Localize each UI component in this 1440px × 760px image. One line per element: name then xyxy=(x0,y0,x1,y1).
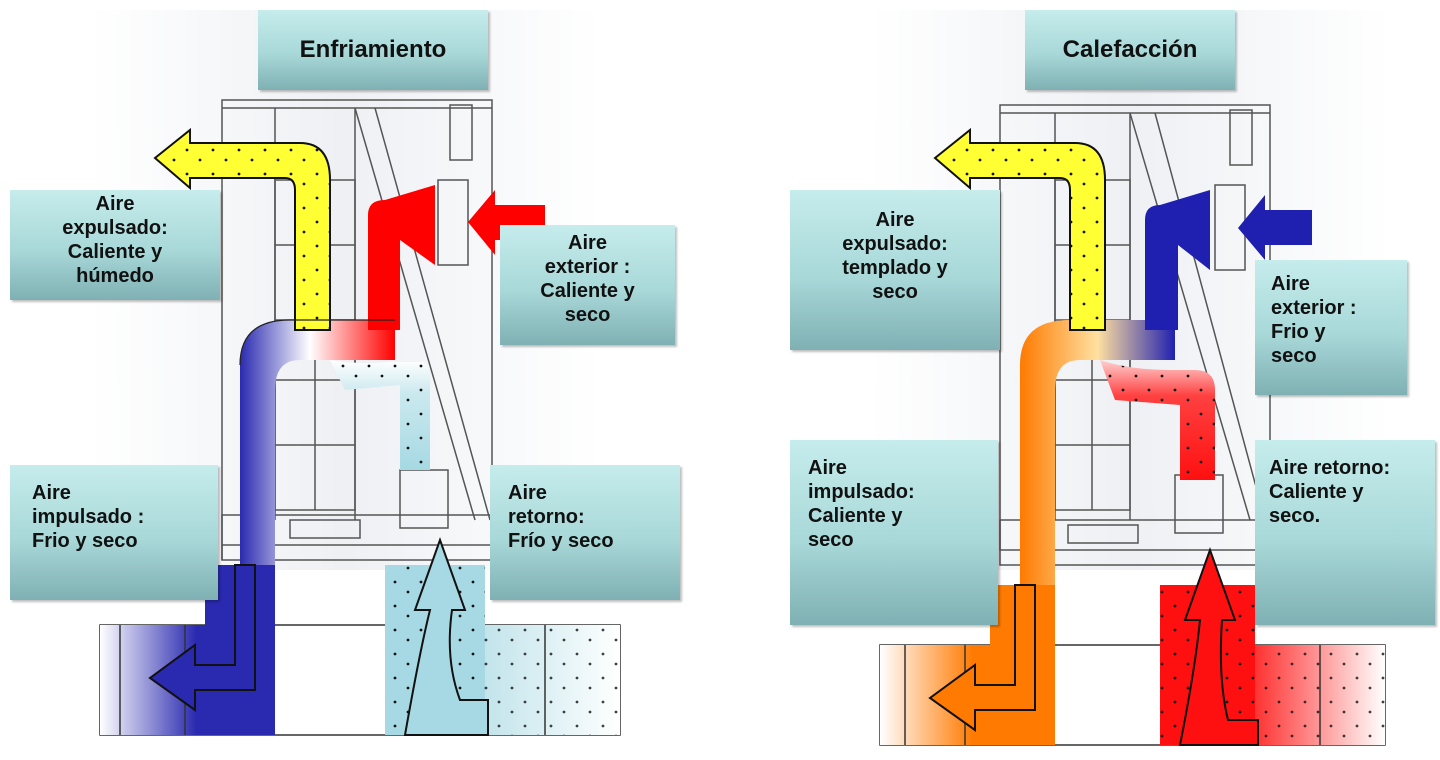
return-air-flow xyxy=(330,360,489,736)
supply-air-label: Aire impulsado: Caliente y seco xyxy=(790,440,998,625)
exhaust-air-flow xyxy=(153,127,331,331)
outdoor-air-flow xyxy=(1145,190,1312,330)
return-air-label: Aire retorno: Frío y seco xyxy=(490,465,680,600)
exhaust-air-label: Aire expulsado: templado y seco xyxy=(790,190,1000,350)
outdoor-air-label: Aire exterior : Caliente y seco xyxy=(500,225,675,345)
title-heating: Calefacción xyxy=(1025,10,1235,90)
exhaust-air-flow xyxy=(933,127,1106,331)
supply-air-flow xyxy=(928,320,1175,745)
title-cooling: Enfriamiento xyxy=(258,10,488,90)
supply-air-flow xyxy=(148,320,395,735)
return-air-label: Aire retorno: Caliente y seco. xyxy=(1255,440,1435,625)
flow-outline xyxy=(239,319,395,366)
return-air-flow xyxy=(1100,360,1259,746)
panel-cooling xyxy=(90,10,621,736)
outdoor-air-label: Aire exterior : Frio y seco xyxy=(1255,260,1407,395)
exhaust-air-label: Aire expulsado: Caliente y húmedo xyxy=(10,190,220,300)
supply-air-label: Aire impulsado : Frio y seco xyxy=(10,465,218,600)
